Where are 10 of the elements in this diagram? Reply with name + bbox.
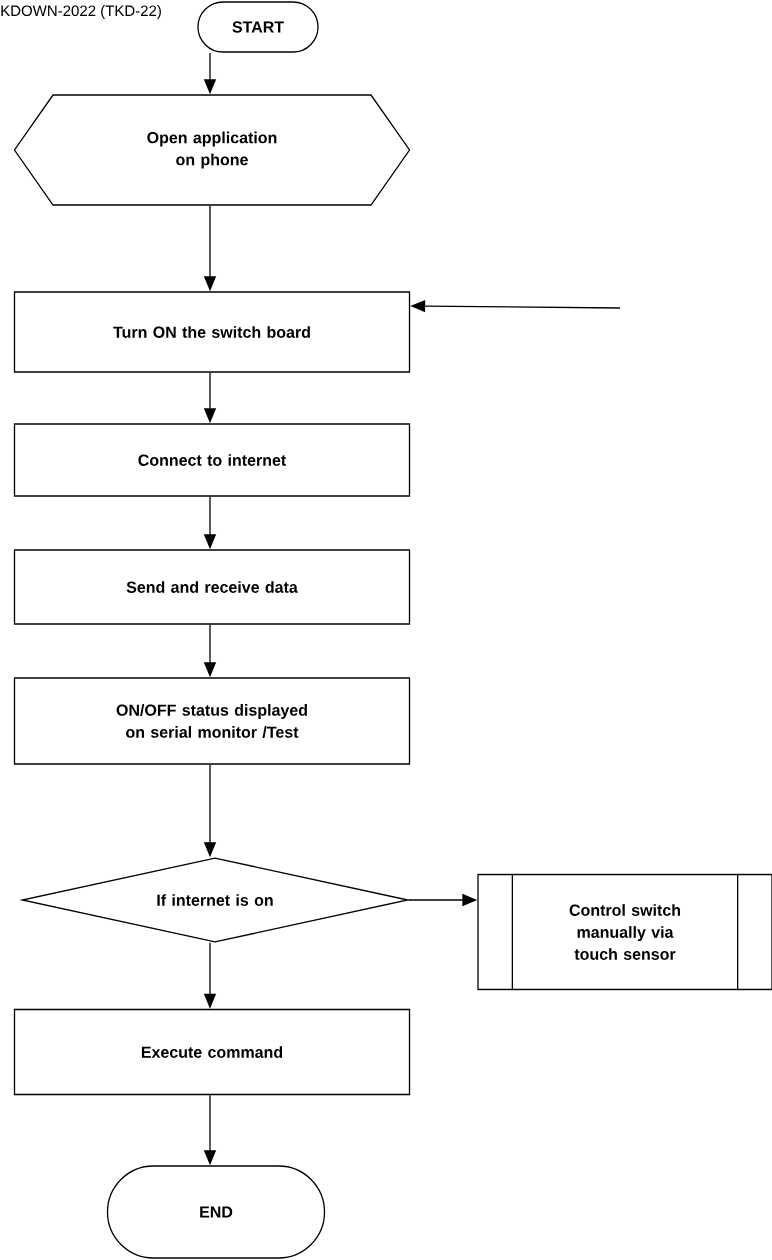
header-text: KDOWN-2022 (TKD-22) bbox=[1, 5, 161, 19]
input-hexagon: Open application on phone bbox=[13, 94, 411, 206]
process-box: Connect to internet bbox=[13, 423, 411, 497]
process-box: Execute command bbox=[13, 1008, 411, 1096]
end-terminal: END bbox=[106, 1165, 326, 1259]
process-box: ON/OFF status displayed on serial monitor /Test bbox=[13, 677, 411, 765]
process-box: Turn ON the switch board bbox=[13, 291, 411, 373]
predefined-process-box: Control switch manually via touch sensor bbox=[477, 873, 772, 991]
start-terminal: START bbox=[197, 1, 319, 53]
process-box: Send and receive data bbox=[13, 549, 411, 625]
